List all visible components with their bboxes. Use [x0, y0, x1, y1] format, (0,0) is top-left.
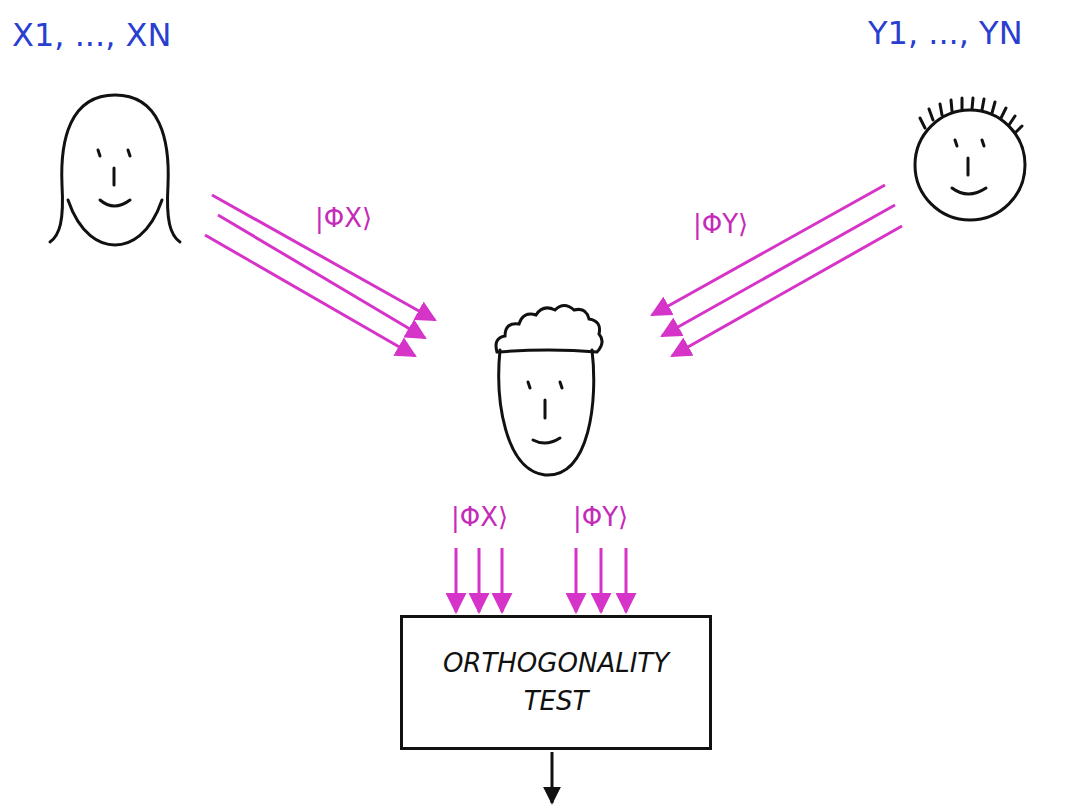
quantum-state: |ΦX⟩ — [448, 503, 511, 532]
middle-person-face — [496, 306, 602, 476]
box-title: ORTHOGONALITY TEST — [441, 645, 671, 720]
input-sequence: Y1, ..., YN — [868, 16, 1023, 51]
process-box: ORTHOGONALITY TEST — [400, 615, 712, 750]
quantum-state: |ΦY⟩ — [570, 503, 631, 532]
left-person-face — [50, 95, 180, 245]
state-arrows-left — [205, 195, 435, 356]
quantum-state: |ΦY⟩ — [690, 210, 751, 239]
state-arrows-down — [456, 548, 626, 612]
quantum-state: |ΦX⟩ — [312, 204, 375, 233]
state-arrows-right — [652, 185, 902, 356]
input-sequence: X1, ..., XN — [12, 18, 171, 53]
right-person-face — [915, 98, 1025, 220]
output-arrow — [551, 752, 554, 803]
